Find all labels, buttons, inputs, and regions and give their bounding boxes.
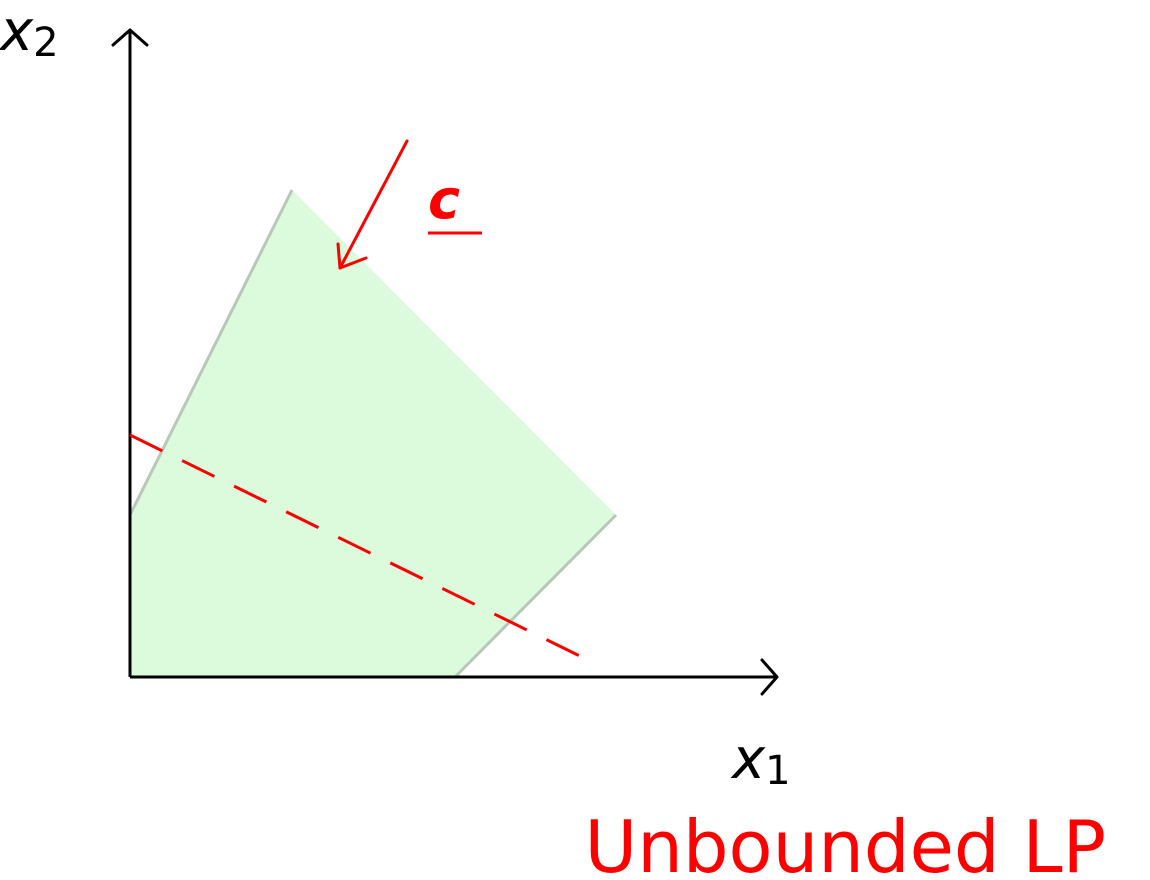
feasible-region-left-edge bbox=[128, 189, 294, 516]
feasible-region bbox=[130, 190, 616, 677]
cost-vector-label: c bbox=[428, 168, 460, 231]
x-axis-label: x1 bbox=[730, 727, 791, 794]
feasible-region-right-edge bbox=[453, 513, 618, 679]
objective-level-line bbox=[129, 433, 593, 664]
cost-vector-arrow bbox=[338, 139, 409, 270]
x-axis-arrow-icon bbox=[760, 658, 779, 696]
y-axis-label: x2 bbox=[0, 0, 59, 66]
y-axis-arrow-icon bbox=[111, 28, 149, 47]
diagram-caption: Unbounded LP bbox=[585, 805, 1106, 880]
cost-vector-arrowhead-icon bbox=[336, 242, 368, 270]
